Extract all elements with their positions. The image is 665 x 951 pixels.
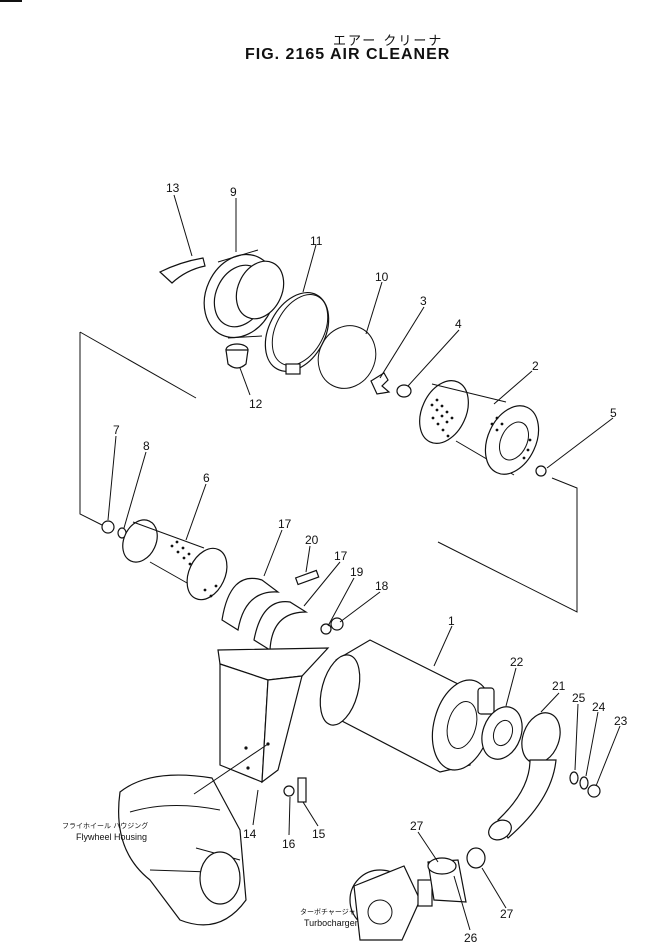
callout-24: 24 bbox=[592, 700, 606, 714]
callout-16: 16 bbox=[282, 837, 296, 851]
callout-5: 5 bbox=[610, 406, 617, 420]
callout-8: 8 bbox=[143, 439, 150, 453]
callout-22: 22 bbox=[510, 655, 524, 669]
title-japanese: エアー クリーナ bbox=[333, 34, 444, 49]
part-4-seal bbox=[396, 384, 412, 398]
callout-2: 2 bbox=[532, 359, 539, 373]
reference-line-right bbox=[437, 477, 578, 613]
callout-3: 3 bbox=[420, 294, 427, 308]
part-17-band-upper bbox=[221, 577, 280, 631]
caption-turbo-jp: ターボチャージャ bbox=[300, 907, 355, 916]
callout-23: 23 bbox=[614, 714, 628, 728]
callout-27-lower: 27 bbox=[500, 907, 514, 921]
part-6-inner-element bbox=[122, 519, 228, 601]
part-19-washer bbox=[320, 623, 332, 635]
part-21-elbow bbox=[488, 712, 561, 841]
figure-title: FIG. 2165 AIR CLEANER bbox=[245, 46, 451, 63]
part-27-clamp-upper bbox=[427, 857, 457, 875]
callout-13: 13 bbox=[166, 181, 180, 195]
part-23-nut bbox=[587, 784, 601, 798]
reference-line-left bbox=[79, 331, 197, 527]
callout-26: 26 bbox=[464, 931, 478, 945]
leader-lines bbox=[107, 194, 621, 931]
callout-25: 25 bbox=[572, 691, 586, 705]
callout-4: 4 bbox=[455, 317, 462, 331]
callout-21: 21 bbox=[552, 679, 566, 693]
callout-10: 10 bbox=[375, 270, 389, 284]
callout-7: 7 bbox=[113, 423, 120, 437]
callout-11: 11 bbox=[310, 234, 323, 248]
part-15-bolt bbox=[297, 777, 307, 803]
callout-17-lower: 17 bbox=[334, 549, 348, 563]
callout-1: 1 bbox=[448, 614, 455, 628]
part-24-washer bbox=[579, 776, 589, 790]
callout-15: 15 bbox=[312, 827, 326, 841]
part-14-bracket bbox=[217, 647, 330, 784]
callout-9: 9 bbox=[230, 185, 237, 199]
callout-27-upper: 27 bbox=[410, 819, 424, 833]
caption-flywheel-jp: フライホイール ハウジング bbox=[62, 821, 148, 830]
part-1-body bbox=[319, 639, 495, 773]
callout-20: 20 bbox=[305, 533, 319, 547]
callout-6: 6 bbox=[203, 471, 210, 485]
leader-flywheel-bracket bbox=[193, 743, 269, 795]
caption-flywheel-en: Flywheel Housing bbox=[76, 832, 147, 842]
part-7-nut bbox=[101, 520, 115, 534]
part-13-band bbox=[158, 257, 206, 284]
part-5-nut bbox=[535, 465, 547, 477]
part-22-gasket bbox=[481, 706, 523, 760]
part-18-nut bbox=[330, 617, 344, 631]
turbocharger bbox=[349, 865, 433, 941]
part-10-o-ring bbox=[317, 325, 377, 389]
part-12-valve bbox=[225, 343, 249, 369]
caption-turbo-en: Turbocharger bbox=[304, 918, 358, 928]
callout-17-upper: 17 bbox=[278, 517, 292, 531]
part-11-clamp bbox=[264, 292, 330, 375]
callout-18: 18 bbox=[375, 579, 389, 593]
callout-12: 12 bbox=[249, 397, 263, 411]
part-25-washer bbox=[569, 771, 579, 785]
part-3-wing-nut bbox=[370, 372, 391, 395]
part-16-washer bbox=[283, 785, 295, 797]
part-17-band-lower bbox=[253, 601, 309, 652]
callout-14: 14 bbox=[243, 827, 257, 841]
part-20-bolt bbox=[294, 569, 320, 586]
part-27-clamp-lower bbox=[466, 847, 486, 869]
part-2-outer-element bbox=[419, 380, 540, 476]
part-9-cap bbox=[203, 249, 285, 339]
flywheel-housing bbox=[118, 774, 247, 926]
callout-19: 19 bbox=[350, 565, 364, 579]
corner-mark bbox=[0, 0, 22, 2]
